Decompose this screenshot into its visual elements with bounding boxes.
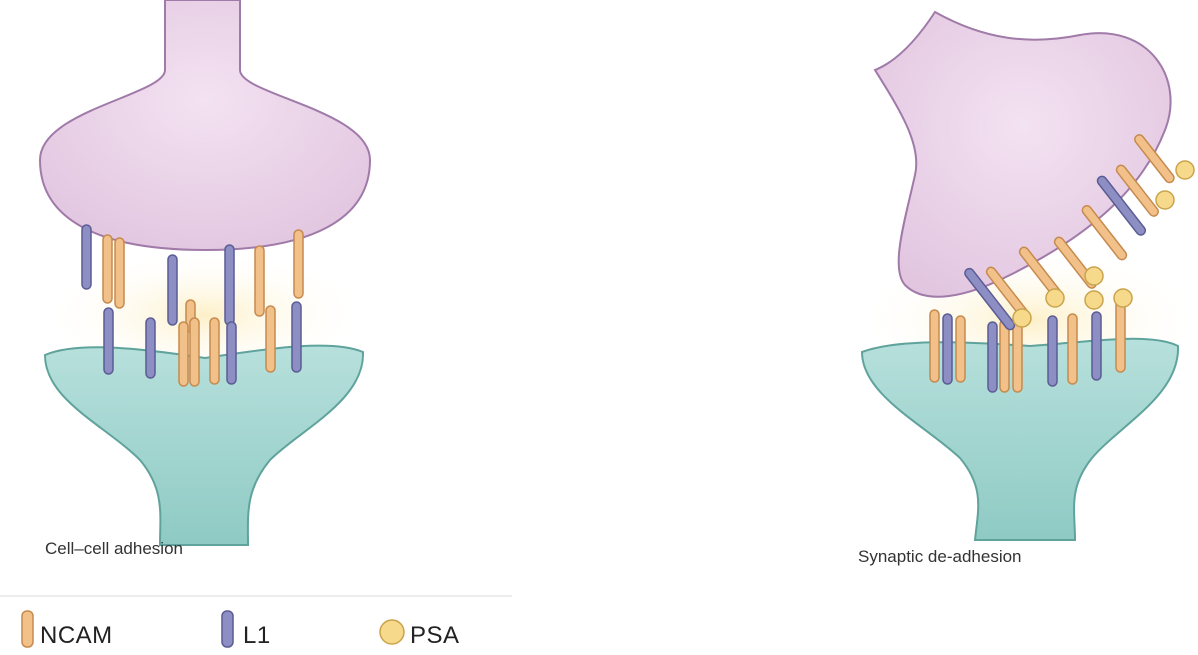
psa-group	[1013, 309, 1031, 327]
ncam-molecule	[255, 246, 264, 316]
right-panel-caption: Synaptic de-adhesion	[858, 547, 1022, 566]
l1-molecule	[225, 245, 234, 325]
legend-label-ncam: NCAM	[40, 622, 113, 649]
ncam-molecule	[210, 318, 219, 384]
legend-label-psa: PSA	[410, 622, 460, 649]
ncam-molecule	[266, 306, 275, 372]
l1-molecule	[82, 225, 91, 289]
legend-item-l1: L1	[222, 611, 271, 649]
psa-group	[1156, 191, 1174, 209]
ncam-molecule	[103, 235, 112, 303]
right-panel: Synaptic de-adhesion	[858, 12, 1194, 566]
l1-molecule	[292, 302, 301, 372]
ncam-molecule	[956, 316, 965, 382]
ncam-molecule	[179, 322, 188, 386]
ncam-rod-icon	[22, 611, 33, 647]
ncam-molecule	[1068, 314, 1077, 384]
psa-group	[1085, 291, 1103, 309]
l1-molecule	[227, 322, 236, 384]
ncam-molecule	[1116, 300, 1125, 372]
ncam-molecule	[1013, 318, 1022, 392]
legend-label-l1: L1	[243, 622, 271, 649]
ncam-molecule	[1000, 320, 1009, 392]
legend-item-psa: PSA	[380, 620, 460, 649]
left-panel-caption: Cell–cell adhesion	[45, 539, 183, 558]
l1-molecule	[943, 314, 952, 384]
psa-group	[1085, 267, 1103, 285]
l1-molecule	[146, 318, 155, 378]
l1-molecule	[988, 322, 997, 392]
l1-molecule	[168, 255, 177, 325]
psa-group	[1114, 289, 1132, 307]
l1-molecule	[104, 308, 113, 374]
psa-group	[1046, 289, 1064, 307]
l1-molecule	[1092, 312, 1101, 380]
left-presynaptic-terminal	[40, 0, 370, 250]
l1-rod-icon	[222, 611, 233, 647]
psa-group	[1176, 161, 1194, 179]
left-panel: Cell–cell adhesion	[40, 0, 370, 558]
ncam-molecule	[115, 238, 124, 308]
legend-item-ncam: NCAM	[22, 611, 113, 649]
ncam-molecule	[294, 230, 303, 298]
psa-circle-icon	[380, 620, 404, 644]
legend: NCAM L1 PSA	[0, 596, 512, 649]
left-postsynaptic-terminal	[45, 346, 363, 545]
ncam-molecule	[190, 318, 199, 386]
ncam-molecule	[930, 310, 939, 382]
l1-molecule	[1048, 316, 1057, 386]
